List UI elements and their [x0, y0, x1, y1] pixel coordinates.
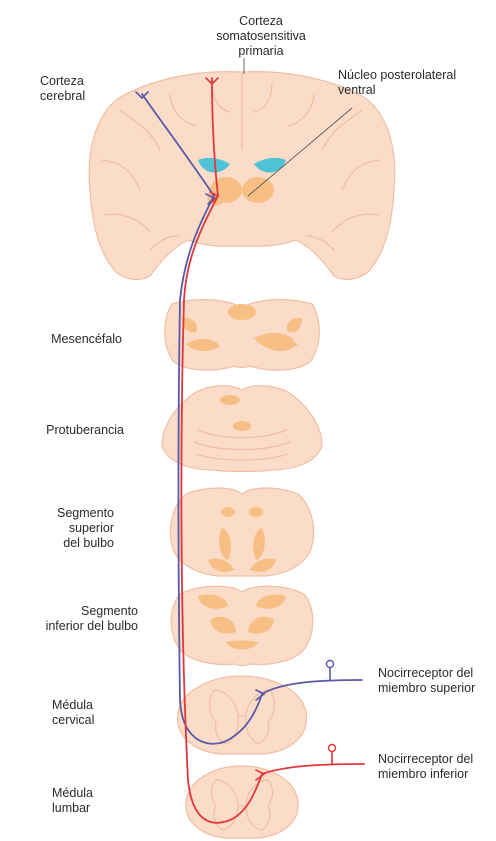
pons-nucleus [233, 421, 251, 431]
label-midbrain: Mesencéfalo [10, 332, 122, 347]
lower-limb-receptor-head [329, 745, 336, 752]
label-upper-medulla: Segmento superior del bulbo [10, 506, 114, 551]
lumbar-cord-section [186, 766, 298, 838]
label-pons: Protuberancia [10, 423, 124, 438]
pons-tegmentum-gray [220, 395, 240, 405]
cervical-cord-outline [177, 676, 306, 754]
upper-medulla-outline [170, 488, 313, 576]
upper-medulla-dorsal-gray [249, 507, 263, 517]
thalamus-right [242, 177, 274, 203]
aqueduct-gray [228, 304, 256, 320]
lower-medulla-section [171, 586, 313, 665]
label-cervical-cord: Médula cervical [52, 698, 94, 728]
label-cerebral-cortex: Corteza cerebral [40, 74, 85, 104]
pons-section [162, 386, 322, 472]
label-vpl-nucleus: Núcleo posterolateral ventral [338, 68, 456, 98]
label-lumbar-cord: Médula lumbar [52, 786, 93, 816]
midbrain-section [165, 300, 320, 370]
brain-coronal-section [89, 72, 395, 280]
upper-medulla-section [170, 488, 313, 576]
label-lower-limb-nociceptor: Nocirreceptor del miembro inferior [378, 752, 473, 782]
label-lower-medulla: Segmento inferior del bulbo [4, 604, 138, 634]
lumbar-cord-outline [186, 766, 298, 838]
label-primary-somatosensory-cortex: Corteza somatosensitiva primaria [196, 14, 326, 59]
lower-medulla-outline [171, 586, 313, 665]
label-upper-limb-nociceptor: Nocirreceptor del miembro superior [378, 666, 475, 696]
upper-medulla-dorsal-gray [221, 507, 235, 517]
upper-limb-receptor-head [327, 661, 334, 668]
cervical-cord-section [177, 676, 306, 754]
